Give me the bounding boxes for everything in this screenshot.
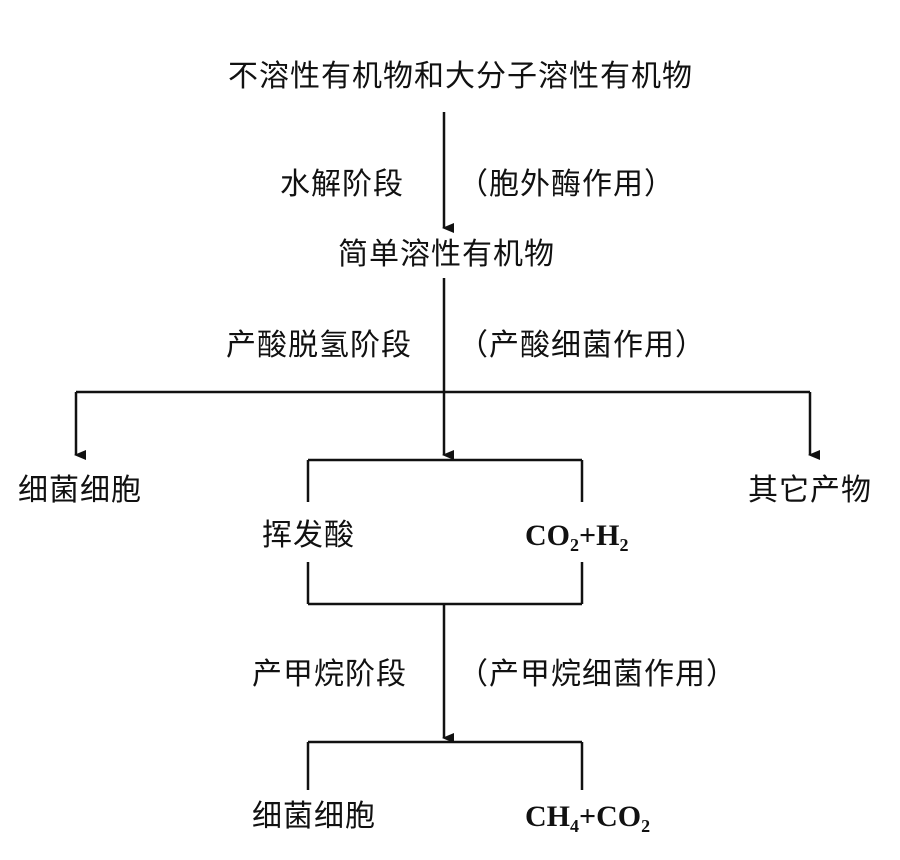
node-bacteria-cells-1: 细菌细胞 bbox=[18, 473, 142, 508]
co2-h2-part-b: +H bbox=[579, 519, 620, 552]
node-top: 不溶性有机物和大分子溶性有机物 bbox=[228, 59, 693, 94]
stage-hydrolysis-note: （胞外酶作用） bbox=[458, 167, 675, 202]
node-bacteria-cells-2: 细菌细胞 bbox=[252, 799, 376, 834]
node-co2-h2: CO2+H2 bbox=[525, 518, 628, 554]
stage-acidogenesis-note: （产酸细菌作用） bbox=[458, 328, 706, 363]
node-ch4-co2: CH4+CO2 bbox=[525, 799, 650, 835]
stage-hydrolysis-name: 水解阶段 bbox=[280, 167, 404, 202]
node-volatile-acids: 挥发酸 bbox=[262, 518, 355, 553]
node-other-products: 其它产物 bbox=[748, 473, 872, 508]
co2-h2-sub-a: 2 bbox=[570, 535, 579, 555]
ch4-co2-part-b: +CO bbox=[579, 800, 642, 833]
ch4-co2-part-a: CH bbox=[525, 800, 570, 833]
ch4-co2-sub-b: 2 bbox=[641, 816, 651, 836]
co2-h2-sub-b: 2 bbox=[619, 535, 629, 555]
stage-methanogenesis-note: （产甲烷细菌作用） bbox=[458, 657, 737, 692]
co2-h2-part-a: CO bbox=[525, 519, 570, 552]
ch4-co2-sub-a: 4 bbox=[570, 816, 579, 836]
stage-methanogenesis-name: 产甲烷阶段 bbox=[252, 657, 407, 692]
stage-acidogenesis-name: 产酸脱氢阶段 bbox=[226, 328, 412, 363]
node-simple: 简单溶性有机物 bbox=[338, 237, 555, 272]
